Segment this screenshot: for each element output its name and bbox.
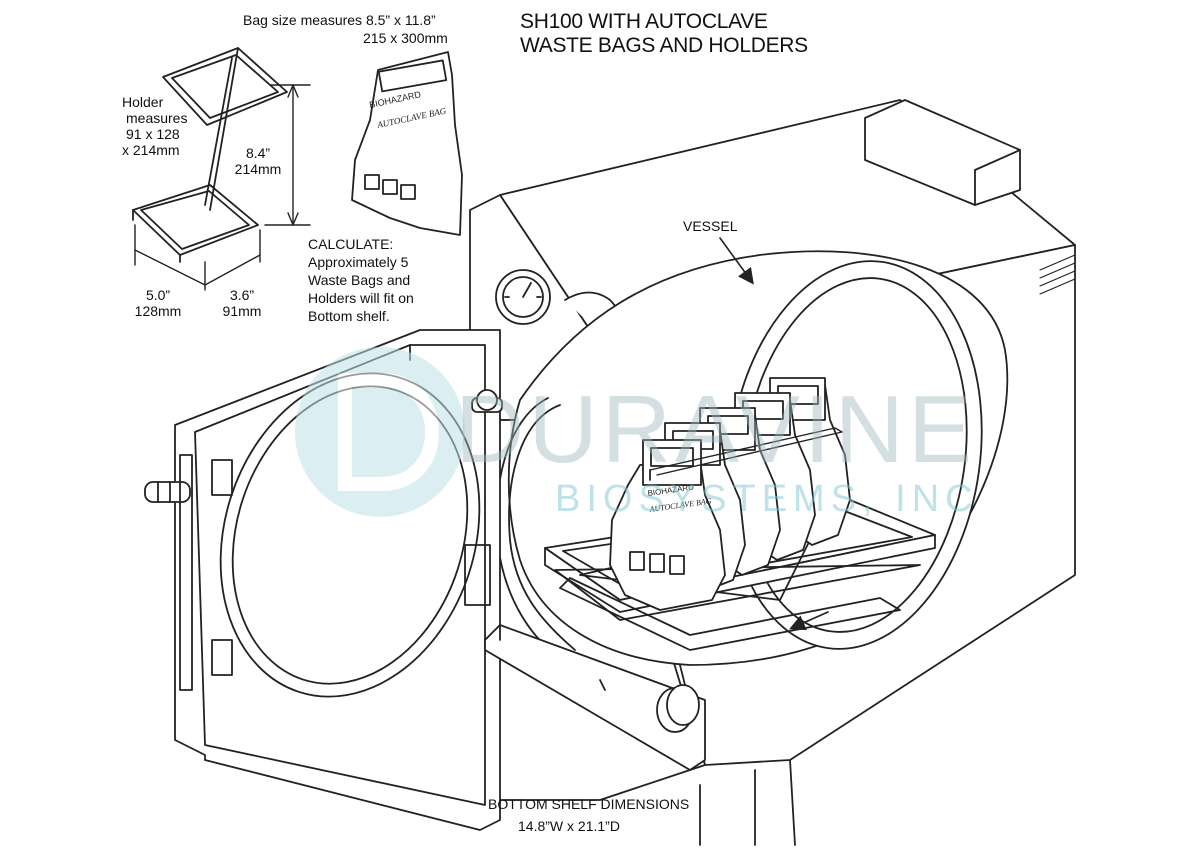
holder-width-mm: 128mm (134, 303, 182, 320)
calculate-line-3: Holders will fit on (308, 289, 414, 306)
waste-bags (609, 377, 851, 611)
calculate-line-2: Waste Bags and (308, 271, 411, 288)
pressure-gauge (495, 269, 551, 325)
holder-height-in: 8.4” (245, 145, 271, 161)
calculate-line-4: Bottom shelf. (308, 307, 390, 324)
vessel-label: VESSEL (683, 218, 738, 234)
lower-bracket (484, 624, 706, 771)
holder-label: Holder measures 91 x 128 x 214mm (122, 94, 187, 158)
holder-line-1: Holder (122, 94, 164, 110)
holder-depth-mm: 91mm (222, 303, 262, 320)
holder-width-in: 5.0” (145, 287, 171, 303)
holder-line-2: measures (126, 110, 188, 127)
holder-line-3: 91 x 128 (126, 126, 180, 143)
calculate-note: CALCULATE: Approximately 5 Waste Bags an… (308, 236, 414, 326)
vent-slots (1039, 254, 1076, 295)
bag-size-label: Bag size measures 8.5” x 11.8” (243, 12, 436, 28)
calculate-heading: CALCULATE: (308, 236, 394, 252)
waste-bag-front (609, 439, 726, 611)
watermark-logo-circle (295, 347, 465, 517)
holder-depth-in: 3.6” (229, 287, 255, 303)
vessel-arrow (719, 237, 754, 285)
bottom-shelf-dimensions: 14.8”W x 21.1”D (518, 818, 620, 834)
title-line-1: SH100 WITH AUTOCLAVE (520, 10, 768, 33)
holder-height: 8.4” 214mm (228, 145, 288, 177)
tray-arrow (789, 611, 829, 631)
watermark-word: DURAVINE (455, 376, 976, 483)
title-line-2: WASTE BAGS AND HOLDERS (520, 34, 808, 58)
watermark (295, 347, 465, 517)
holder-line-4: x 214mm (122, 142, 180, 159)
holder-width: 5.0” 128mm (128, 287, 188, 319)
bottom-shelf-label: BOTTOM SHELF DIMENSIONS (488, 796, 690, 812)
bag-size-metric: 215 x 300mm (363, 30, 448, 46)
holder-illustration (132, 47, 288, 263)
holder-dimension-lines (134, 84, 311, 291)
bag-illustration (351, 51, 463, 236)
holder-height-mm: 214mm (234, 161, 282, 178)
watermark-subtitle: BIOSYSTEMS, INC (555, 478, 979, 520)
holder-depth: 3.6” 91mm (212, 287, 272, 319)
calculate-line-1: Approximately 5 (308, 253, 409, 270)
page-title: SH100 WITH AUTOCLAVE WASTE BAGS AND HOLD… (520, 10, 808, 58)
